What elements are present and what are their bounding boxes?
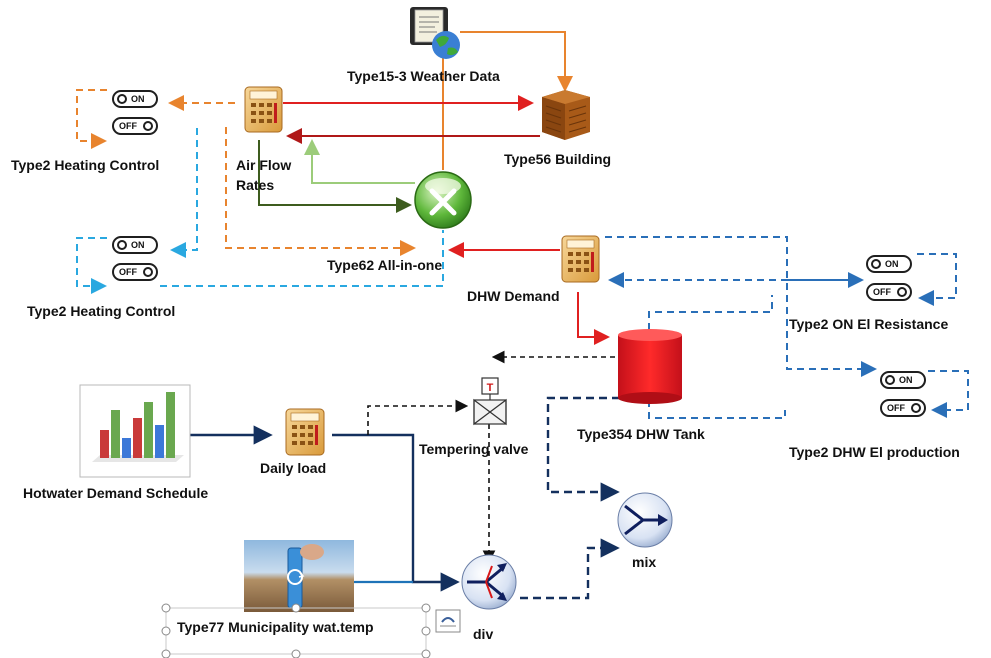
building-label: Type56 Building — [504, 151, 612, 167]
production-switch-off[interactable]: OFF — [880, 399, 926, 417]
selection-frame — [161, 603, 431, 658]
div-to-mix — [520, 538, 620, 600]
municipality-label: Type77 Municipality wat.temp — [177, 619, 374, 635]
mix-label: mix — [632, 554, 657, 570]
excel-icon[interactable] — [414, 171, 472, 229]
valve-marker: T — [487, 382, 494, 394]
daily-load-to-tempering-valve — [367, 399, 469, 435]
air-flow-label-line1: Air Flow — [236, 157, 292, 173]
air-flow-label-line2: Rates — [236, 177, 275, 193]
heating-switch-1-on[interactable]: ON — [112, 90, 158, 108]
div-label: div — [473, 626, 494, 642]
all-in-one-label: Type62 All-in-one — [327, 257, 443, 273]
field-photo-icon[interactable] — [244, 540, 354, 612]
airflow-to-excel-line — [258, 140, 412, 213]
calculator-icon-daily-load[interactable] — [285, 408, 325, 456]
dhw-tank-label: Type354 DHW Tank — [577, 426, 705, 442]
bar-chart-icon[interactable] — [79, 384, 191, 478]
tank-icon[interactable] — [618, 329, 682, 404]
dhw-demand-to-tank — [577, 292, 610, 345]
weather-label: Type15-3 Weather Data — [347, 68, 500, 84]
resistance-switch-loop — [917, 253, 957, 306]
weather-to-building-line — [460, 31, 573, 92]
hotwater-schedule-label: Hotwater Demand Schedule — [23, 485, 209, 501]
excel-to-airflow-line — [304, 139, 415, 184]
tank-to-production-switch — [648, 400, 786, 419]
resistance-switch-off[interactable]: OFF — [866, 283, 912, 301]
heating-switch-2-on[interactable]: ON — [112, 236, 158, 254]
heating-control-2-label: Type2 Heating Control — [27, 303, 176, 319]
building-icon[interactable] — [542, 90, 590, 140]
on-el-resistance-label: Type2 ON El Resistance — [789, 316, 949, 332]
calculator-icon-airflow[interactable] — [244, 86, 283, 133]
layout-options-icon[interactable] — [435, 609, 461, 633]
daily-load-label: Daily load — [260, 460, 327, 476]
heating-switch-2-loop — [76, 237, 107, 294]
production-switch-loop — [928, 370, 969, 418]
heating-switch-1-loop — [76, 89, 107, 149]
calculator-icon-dhw-demand[interactable] — [561, 235, 600, 283]
diverter-icon[interactable] — [461, 554, 517, 610]
heating-switch-1-off[interactable]: OFF — [112, 117, 158, 135]
production-switch-on[interactable]: ON — [880, 371, 926, 389]
dhw-demand-to-el-switches — [605, 236, 877, 377]
tempering-valve-icon[interactable]: T — [473, 377, 507, 426]
heating-switch-1-to-all-in-one — [225, 127, 416, 256]
dhw-el-production-label: Type2 DHW El production — [789, 444, 960, 460]
tank-to-resistance-switch — [648, 295, 773, 330]
airflow-to-heating-switch-2 — [170, 128, 198, 258]
resistance-switch-on[interactable]: ON — [866, 255, 912, 273]
mixer-icon[interactable] — [617, 492, 673, 548]
heating-control-1-label: Type2 Heating Control — [11, 157, 160, 173]
tank-to-mix — [546, 396, 620, 502]
tempering-valve-label: Tempering valve — [419, 441, 529, 457]
weather-data-icon[interactable] — [410, 7, 460, 59]
daily-load-to-div — [332, 433, 460, 592]
heating-switch-2-off[interactable]: OFF — [112, 263, 158, 281]
heating-switch-2-to-all-in-one — [160, 230, 444, 287]
dhw-demand-label: DHW Demand — [467, 288, 560, 304]
